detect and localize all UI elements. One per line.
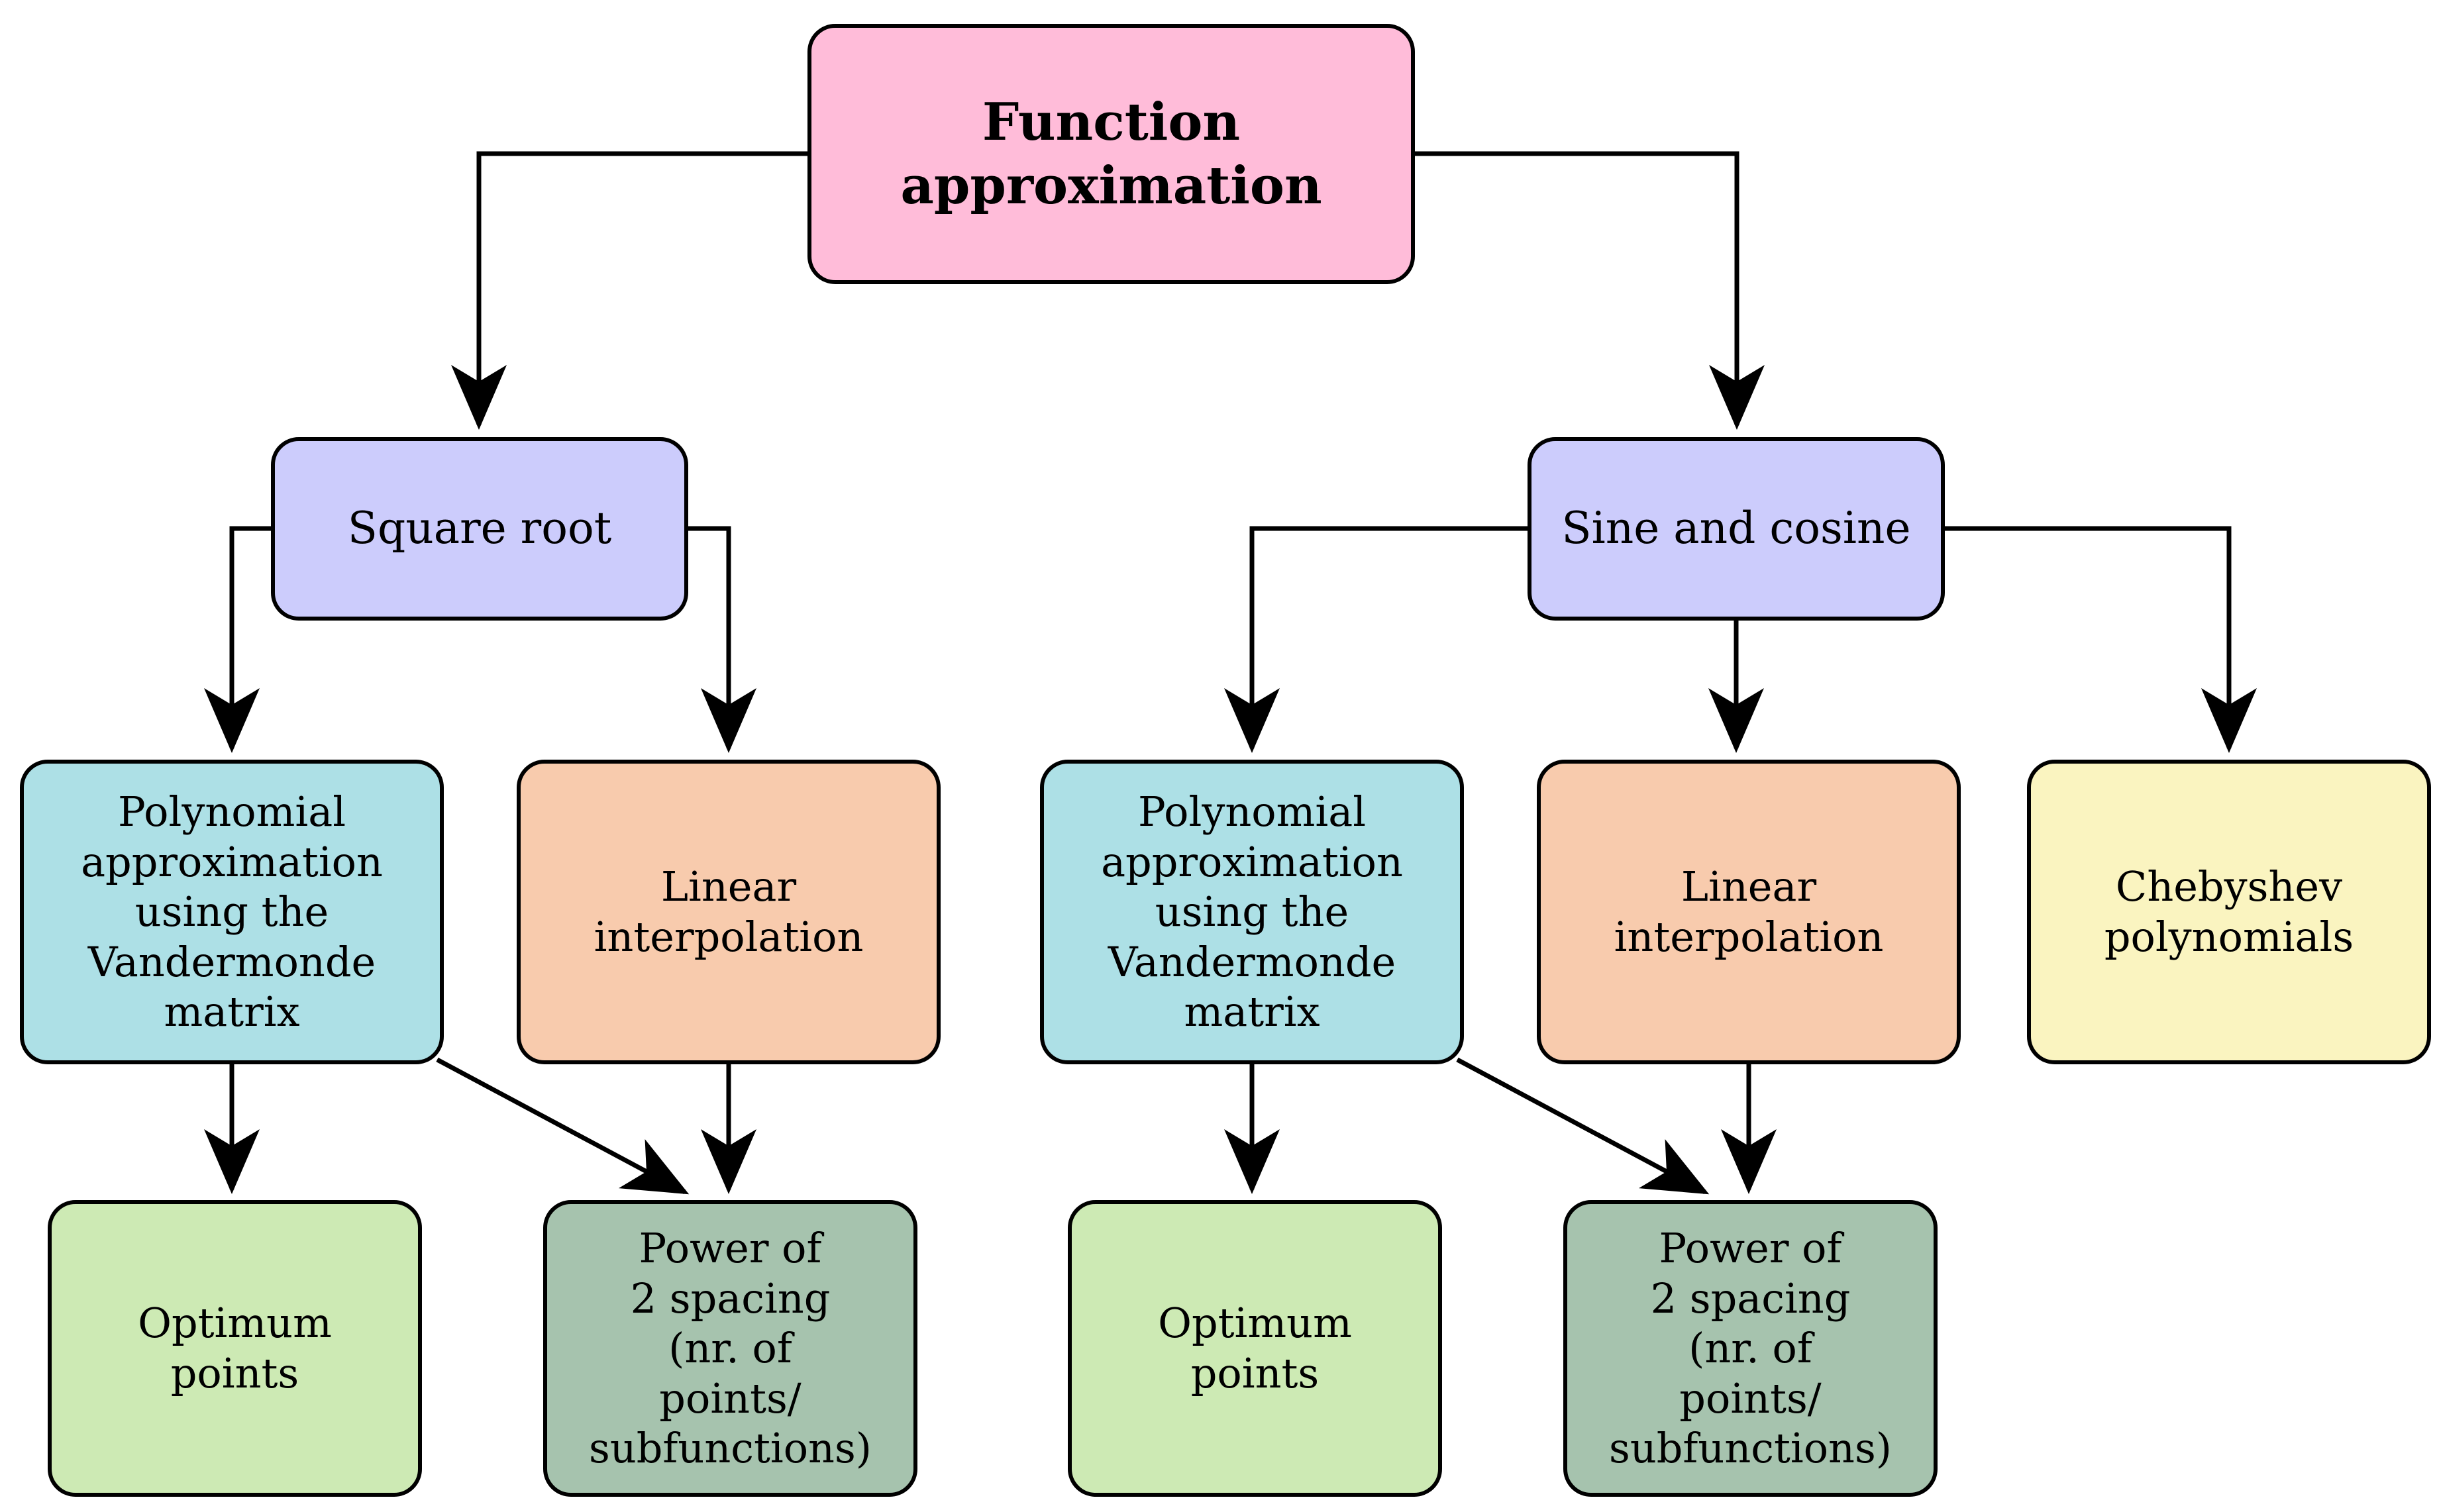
node-polynomial-approximation-vandermonde-right[interactable]: Polynomial approximation using the Vande… [1040, 760, 1464, 1064]
node-power-of-2-spacing-left[interactable]: Power of 2 spacing (nr. of points/ subfu… [543, 1200, 917, 1497]
node-square-root[interactable]: Square root [271, 437, 688, 621]
node-label: Sine and cosine [1561, 503, 1911, 554]
node-power-of-2-spacing-right[interactable]: Power of 2 spacing (nr. of points/ subfu… [1563, 1200, 1938, 1497]
node-polynomial-approximation-vandermonde-left[interactable]: Polynomial approximation using the Vande… [20, 760, 444, 1064]
node-linear-interpolation-right[interactable]: Linear interpolation [1537, 760, 1961, 1064]
edge-sine-cosine-to-chebyshev [1945, 526, 2257, 753]
node-label: Power of 2 spacing (nr. of points/ subfu… [1609, 1223, 1892, 1473]
node-linear-interpolation-left[interactable]: Linear interpolation [517, 760, 941, 1064]
node-label: Polynomial approximation using the Vande… [1101, 787, 1403, 1036]
node-label: Power of 2 spacing (nr. of points/ subfu… [589, 1223, 872, 1473]
node-label: Optimum points [1158, 1299, 1352, 1397]
node-label: Chebyshev polynomials [2104, 862, 2354, 961]
node-label: Square root [347, 503, 612, 554]
edge-poly-left-to-power2-left [436, 1057, 690, 1195]
node-function-approximation[interactable]: Function approximation [807, 24, 1415, 284]
edge-sine-cosine-to-poly-right [1224, 526, 1528, 753]
node-chebyshev-polynomials[interactable]: Chebyshev polynomials [2027, 760, 2431, 1064]
node-label: Optimum points [138, 1299, 332, 1397]
node-optimum-points-left[interactable]: Optimum points [48, 1200, 422, 1497]
edge-poly-right-to-power2-right [1456, 1057, 1710, 1195]
node-optimum-points-right[interactable]: Optimum points [1068, 1200, 1442, 1497]
node-sine-and-cosine[interactable]: Sine and cosine [1528, 437, 1945, 621]
node-label: Linear interpolation [1614, 862, 1884, 961]
edge-square-root-to-poly-left [204, 526, 271, 753]
node-label: Polynomial approximation using the Vande… [81, 787, 383, 1036]
edge-root-to-sine-and-cosine [1415, 151, 1765, 430]
node-label: Linear interpolation [594, 862, 864, 961]
edge-root-to-square-root [451, 151, 807, 430]
edge-square-root-to-linear-left [688, 526, 756, 753]
node-label: Function approximation [900, 92, 1322, 216]
